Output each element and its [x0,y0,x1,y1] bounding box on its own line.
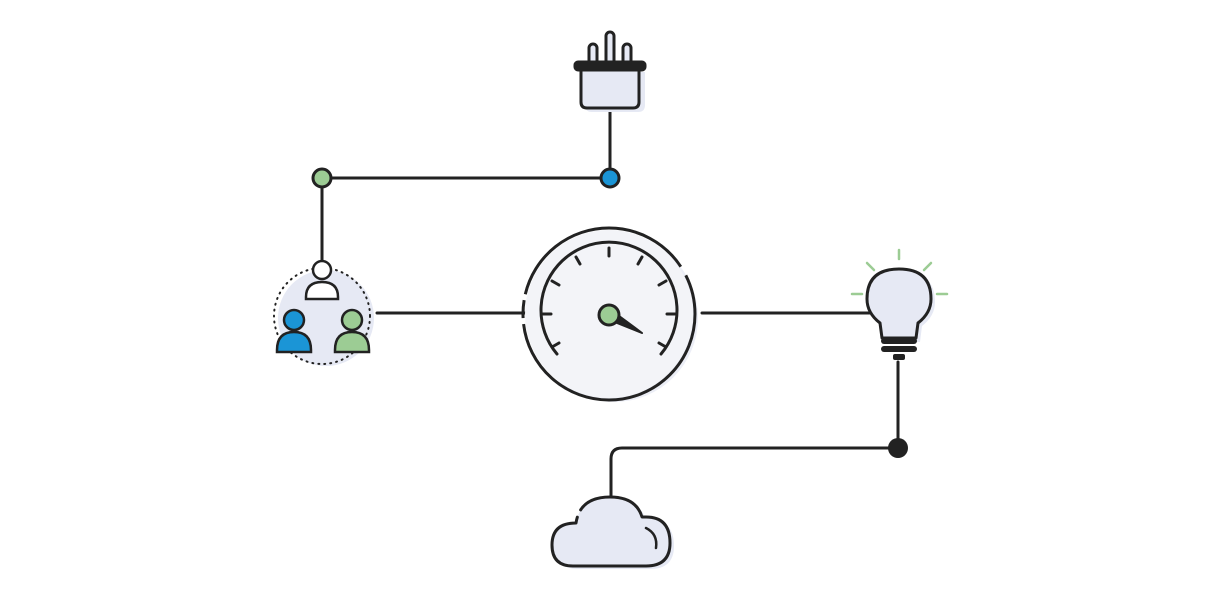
junction-dark [888,438,908,458]
junction-green [311,167,333,189]
user-green-icon [333,308,371,354]
user-blue-icon [275,308,313,354]
connection-lines [320,106,900,499]
line-dark-junction-to-cloud [609,446,900,499]
user-white-icon [304,259,340,301]
users-group-icon [273,259,374,366]
speedometer-icon [521,226,698,402]
cloud-icon [550,495,674,569]
junction-blue [599,167,621,189]
plug-icon [573,30,647,112]
gauge-hub [597,303,621,327]
lightbulb-icon [850,248,949,360]
